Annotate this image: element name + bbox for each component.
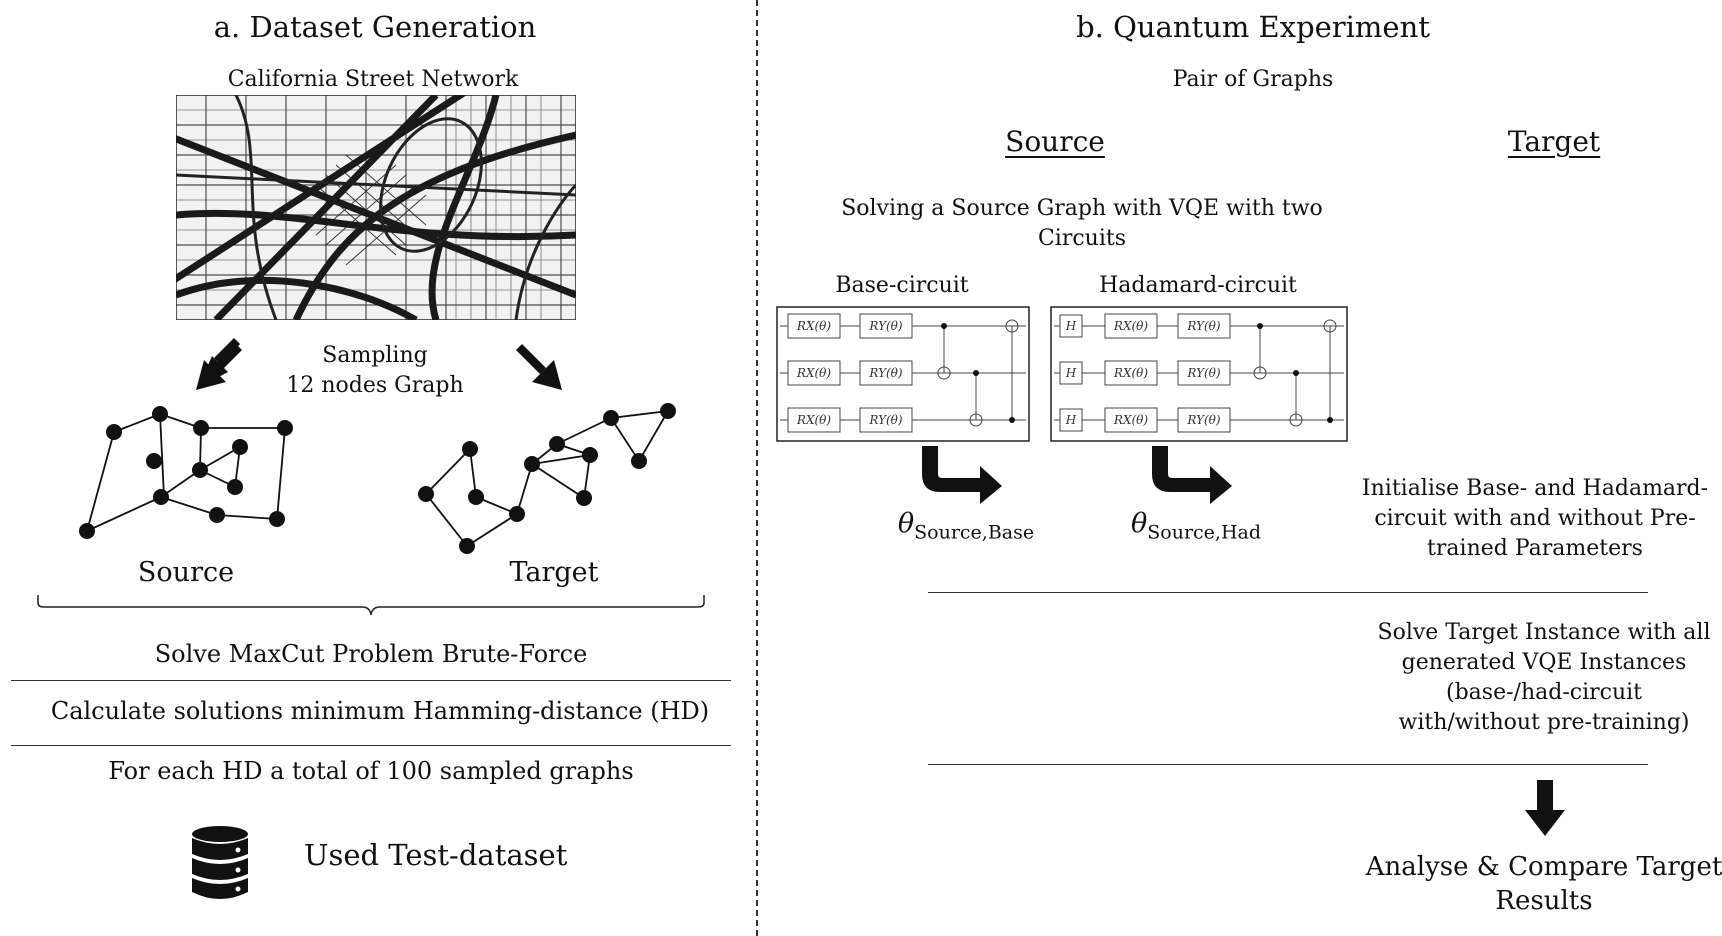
ry-gate-3: RY(θ) [868,413,902,427]
theta-source-base: θSource,Base [897,508,1035,544]
solve-text-line3: (base-/had-circuit [1446,680,1642,705]
pair-of-graphs-label: Pair of Graphs [1172,67,1334,92]
source-graph-nodes [79,406,293,539]
svg-text:RY(θ): RY(θ) [1186,366,1220,380]
h-gate-1: H [1065,319,1077,333]
panel-a-title: a. Dataset Generation [213,10,537,44]
theta-source-had: θSource,Had [1130,508,1262,544]
divider-b2 [928,764,1648,765]
base-output-arrow-icon [922,446,1002,504]
h-gate-3: H [1065,413,1077,427]
map-title: California Street Network [227,67,519,92]
solve-text-line2: generated VQE Instances [1401,650,1687,675]
analyse-text-line1: Analyse & Compare Target [1365,852,1722,882]
init-text-line1: Initialise Base- and Hadamard- [1361,476,1709,501]
vqe-description-line2: Circuits [1037,226,1127,251]
source-header: Source [1005,125,1105,158]
svg-text:RX(θ): RX(θ) [1113,319,1148,333]
divider-b1 [928,592,1648,593]
street-map-image [176,95,576,320]
ry-gate-1: RY(θ) [868,319,902,333]
rx-gate-1: RX(θ) [796,319,831,333]
database-icon [192,826,248,899]
panel-divider [756,0,758,936]
step-solve-maxcut: Solve MaxCut Problem Brute-Force [154,640,588,668]
hadamard-circuit-diagram: H H H RX(θ) RY(θ) RX(θ) RY(θ) RX(θ) RY(θ) [1050,306,1348,442]
target-header: Target [1507,125,1601,158]
target-graph-label: Target [509,557,599,588]
init-text-line3: trained Parameters [1427,536,1643,561]
rx-gate-3: RX(θ) [796,413,831,427]
sampling-arrow-right-icon [516,344,562,390]
step-hamming-distance: Calculate solutions minimum Hamming-dist… [50,697,710,725]
ry-gate-2: RY(θ) [868,366,902,380]
had-output-arrow-icon [1152,446,1232,504]
dataset-label: Used Test-dataset [304,838,568,872]
step-sampled-graphs: For each HD a total of 100 sampled graph… [108,757,634,785]
solve-text-line4: with/without pre-training) [1398,710,1690,735]
svg-text:RY(θ): RY(θ) [1186,413,1220,427]
vqe-description-line1: Solving a Source Graph with VQE with two [841,196,1323,221]
h-gate-2: H [1065,366,1077,380]
panel-b-title: b. Quantum Experiment [1076,10,1430,44]
target-graph [418,403,676,554]
source-graph [79,406,293,539]
source-graph-label: Source [137,557,235,588]
sampling-label-line1: Sampling [322,343,428,368]
base-circuit-label: Base-circuit [835,273,969,298]
svg-text:RX(θ): RX(θ) [1113,413,1148,427]
divider-a2 [11,745,731,746]
hadamard-circuit-label: Hadamard-circuit [1099,273,1297,298]
divider-a1 [11,680,731,681]
grouping-brace [37,595,705,616]
analyse-text-line2: Results [1495,886,1593,916]
sampling-label-line2: 12 nodes Graph [286,373,464,398]
target-graph-nodes [418,403,676,554]
rx-gate-2: RX(θ) [796,366,831,380]
sampling-arrow-left-icon [196,338,242,390]
down-arrow-icon [1525,780,1565,836]
base-circuit-diagram: RX(θ) RY(θ) RX(θ) RY(θ) RX(θ) RY(θ) [776,306,1030,442]
solve-text-line1: Solve Target Instance with all [1377,620,1711,645]
init-text-line2: circuit with and without Pre- [1374,506,1696,531]
svg-text:RX(θ): RX(θ) [1113,366,1148,380]
svg-text:RY(θ): RY(θ) [1186,319,1220,333]
